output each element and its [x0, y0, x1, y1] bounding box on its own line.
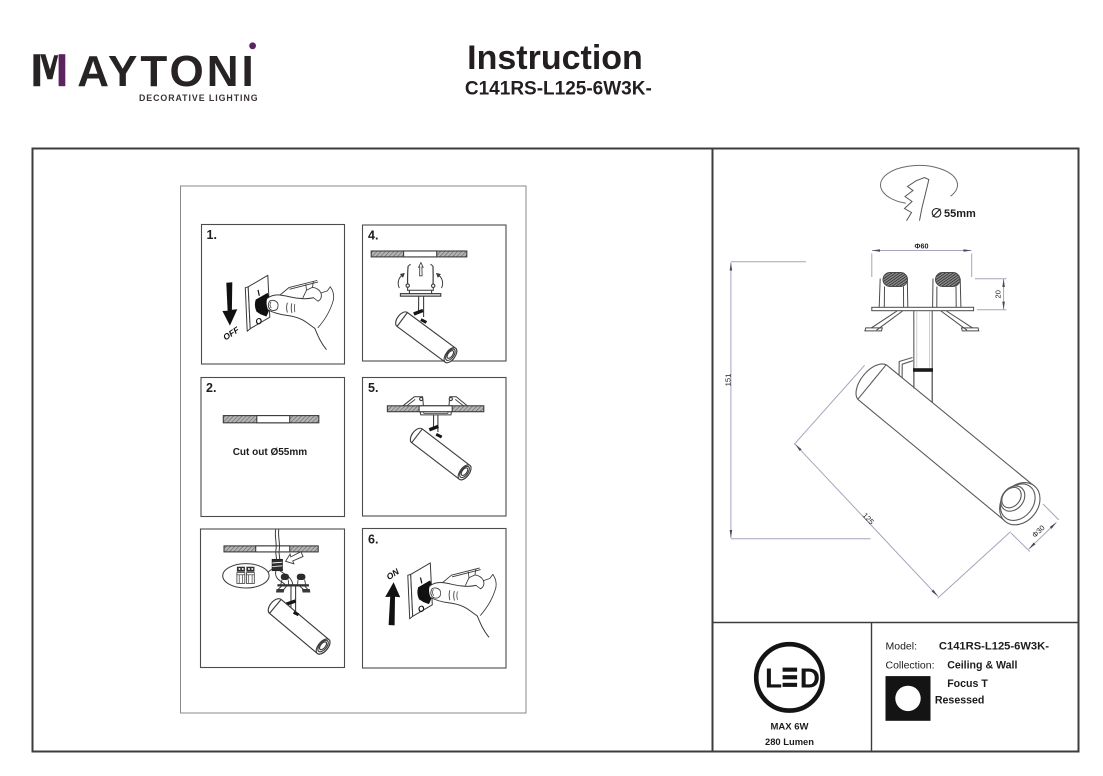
- svg-text:6.: 6.: [368, 533, 378, 547]
- svg-text:D: D: [800, 662, 820, 693]
- svg-text:C141RS-L125-6W3K-: C141RS-L125-6W3K-: [939, 641, 1049, 653]
- svg-text:2.: 2.: [206, 381, 216, 395]
- svg-text:280 Lumen: 280 Lumen: [765, 736, 814, 747]
- svg-text:Instruction: Instruction: [467, 39, 643, 77]
- svg-text:55mm: 55mm: [944, 208, 976, 220]
- svg-text:1.: 1.: [207, 228, 217, 242]
- svg-text:AYTONI: AYTONI: [77, 47, 256, 96]
- svg-text:151: 151: [723, 374, 732, 387]
- svg-text:C141RS-L125-6W3K-: C141RS-L125-6W3K-: [465, 79, 652, 100]
- svg-text:Model:: Model:: [886, 641, 918, 653]
- svg-text:Resessed: Resessed: [935, 695, 984, 707]
- svg-text:20: 20: [994, 290, 1003, 298]
- svg-text:Cut out Ø55mm: Cut out Ø55mm: [233, 447, 308, 458]
- svg-text:Collection:: Collection:: [886, 660, 935, 672]
- svg-text:MAX 6W: MAX 6W: [771, 722, 809, 733]
- svg-text:DECORATIVE LIGHTING: DECORATIVE LIGHTING: [139, 93, 259, 103]
- svg-text:Φ30: Φ30: [1030, 523, 1046, 539]
- svg-text:Focus T: Focus T: [947, 678, 988, 690]
- svg-text:Ceiling & Wall: Ceiling & Wall: [947, 660, 1017, 672]
- svg-text:L: L: [765, 662, 782, 693]
- svg-text:4.: 4.: [368, 229, 378, 243]
- svg-text:5.: 5.: [368, 381, 378, 395]
- svg-text:Φ60: Φ60: [915, 242, 929, 251]
- svg-text:125: 125: [861, 511, 876, 526]
